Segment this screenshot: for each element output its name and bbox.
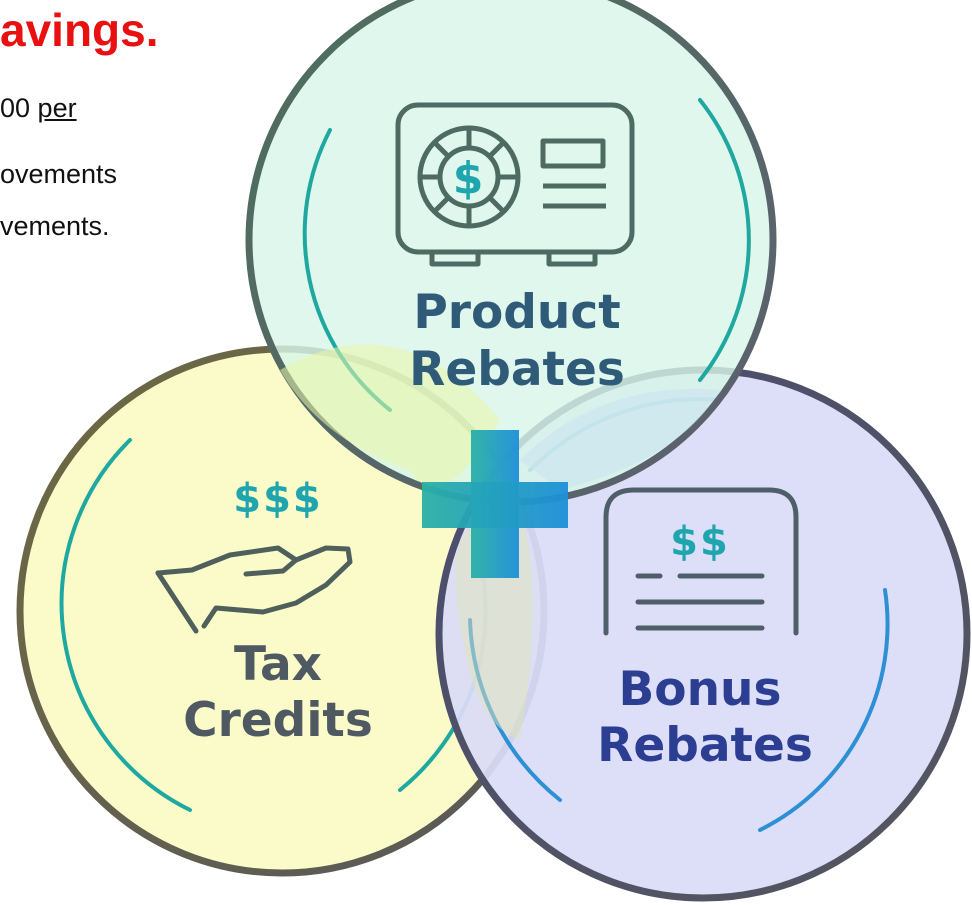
body-text-line-1-start: 00 (0, 93, 38, 123)
safe-dollar-sign: $ (453, 153, 486, 204)
document-icon (603, 487, 799, 636)
body-text-line-3: vements. (0, 211, 110, 241)
overlap-tint-product-bonus (520, 388, 720, 490)
plus-icon (422, 430, 568, 578)
tax-credits-line-2: Credits (183, 693, 373, 748)
overlap-tint-product-tax (280, 344, 500, 487)
body-text-underlined: per (37, 93, 77, 123)
headline: avings. (0, 4, 159, 56)
body-text-line-2: ovements (0, 159, 118, 189)
product-rebates-line-2: Rebates (409, 342, 625, 397)
product-rebates-line-1: Product (413, 285, 620, 340)
tax-credits-line-1: Tax (234, 637, 322, 692)
bonus-rebates-line-2: Rebates (597, 718, 813, 773)
body-text-line-1: 00 per (0, 90, 77, 126)
hand-icon (155, 545, 353, 634)
bonus-rebates-line-1: Bonus (618, 662, 781, 717)
safe-dollar-icon (395, 102, 635, 267)
bonus-dollar-symbols: $$ (670, 519, 730, 565)
tax-dollar-symbols: $$$ (233, 476, 323, 522)
